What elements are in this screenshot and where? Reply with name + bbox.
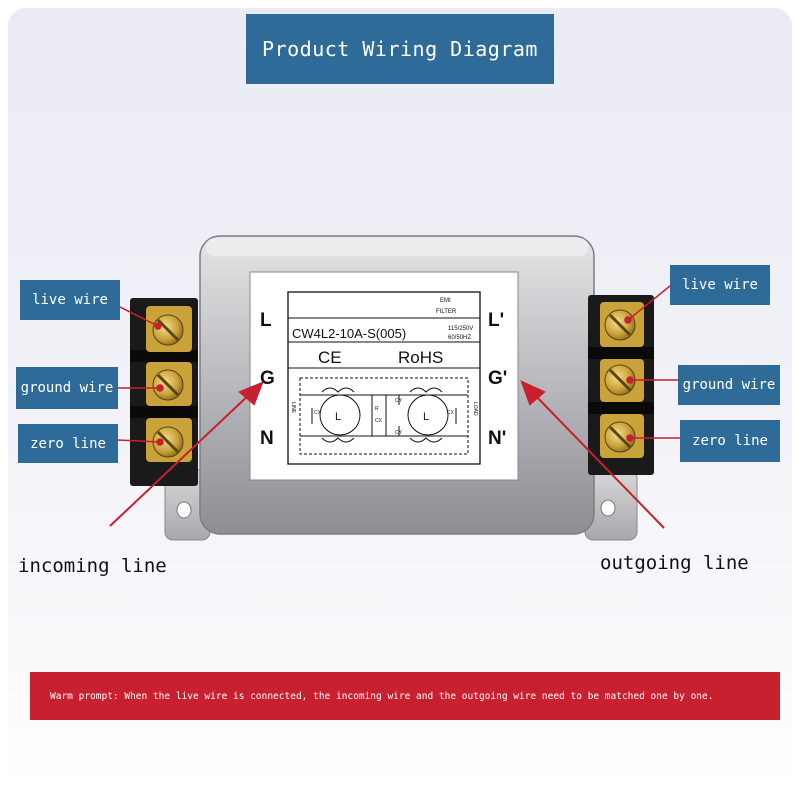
arrow-icon: [109, 380, 665, 529]
inductor-label: L: [335, 411, 341, 423]
terminal-right-L: L': [488, 310, 504, 331]
terminal-left-G: G: [260, 368, 275, 389]
rohs-mark: RoHS: [398, 348, 443, 367]
filter-schematic: [299, 377, 469, 455]
ce-mark: CE: [318, 348, 342, 367]
filter-text: FILTER: [436, 309, 457, 315]
left-zero-line-label: zero line: [18, 424, 118, 463]
load-side-label: LOAD: [472, 402, 478, 416]
left-ground-wire-label: ground wire: [16, 367, 118, 409]
label-pointers: [117, 285, 680, 446]
right-terminal-block: [588, 295, 654, 475]
cx-label: CX: [447, 410, 455, 416]
left-terminal-block: [130, 298, 198, 486]
cx-label: CX: [375, 418, 383, 424]
terminal-left-N: N: [260, 428, 274, 449]
line-side-label: LINE: [290, 402, 296, 414]
device-label: [249, 271, 519, 481]
right-zero-line-label: zero line: [680, 420, 780, 462]
right-ground-wire-label: ground wire: [678, 365, 780, 405]
left-mount-hole: [176, 501, 192, 519]
outgoing-line-label: outgoing line: [600, 552, 749, 574]
right-live-wire-label: live wire: [670, 265, 770, 305]
inductor-label: L: [423, 411, 429, 423]
cy-label: CY: [395, 398, 403, 404]
terminal-right-N: N': [488, 428, 506, 449]
filter-body-top: [206, 238, 588, 256]
right-mount-hole: [600, 499, 616, 517]
terminal-right-G: G': [488, 368, 507, 389]
freq-text: 60/50HZ: [448, 335, 471, 341]
page-title: Product Wiring Diagram: [246, 14, 554, 84]
model-text: CW4L2-10A-S(005): [292, 326, 406, 341]
left-live-wire-label: live wire: [20, 280, 120, 320]
incoming-line-label: incoming line: [18, 555, 167, 577]
r-label: R: [375, 406, 379, 412]
terminal-left-L: L: [260, 310, 272, 331]
voltage-text: 115/250V: [448, 326, 473, 332]
emi-text: EMI: [440, 298, 451, 304]
cx-label: CX: [314, 410, 322, 416]
warm-prompt-banner: Warm prompt: When the live wire is conne…: [30, 672, 780, 720]
cy-label: CY: [395, 430, 403, 436]
